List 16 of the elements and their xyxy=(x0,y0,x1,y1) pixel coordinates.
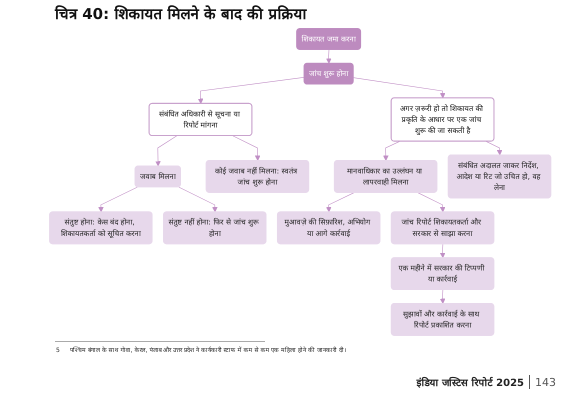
arrow xyxy=(98,186,138,212)
figure-title: चित्र 40: शिकायत मिलने के बाद की प्रक्रिया xyxy=(55,4,306,23)
arrow xyxy=(326,192,354,212)
report-name: इंडिया जस्टिस रिपोर्ट 2025 xyxy=(416,376,524,389)
arrow xyxy=(382,141,400,161)
arrow xyxy=(440,244,446,258)
arrow xyxy=(486,141,502,156)
arrow xyxy=(326,50,332,64)
page-number: 143 xyxy=(535,376,556,388)
arrow xyxy=(198,77,304,104)
arrow xyxy=(155,136,177,166)
arrow xyxy=(440,290,446,304)
arrow xyxy=(353,77,446,98)
arrow xyxy=(178,186,218,212)
arrow xyxy=(232,136,260,161)
arrow xyxy=(418,192,446,212)
